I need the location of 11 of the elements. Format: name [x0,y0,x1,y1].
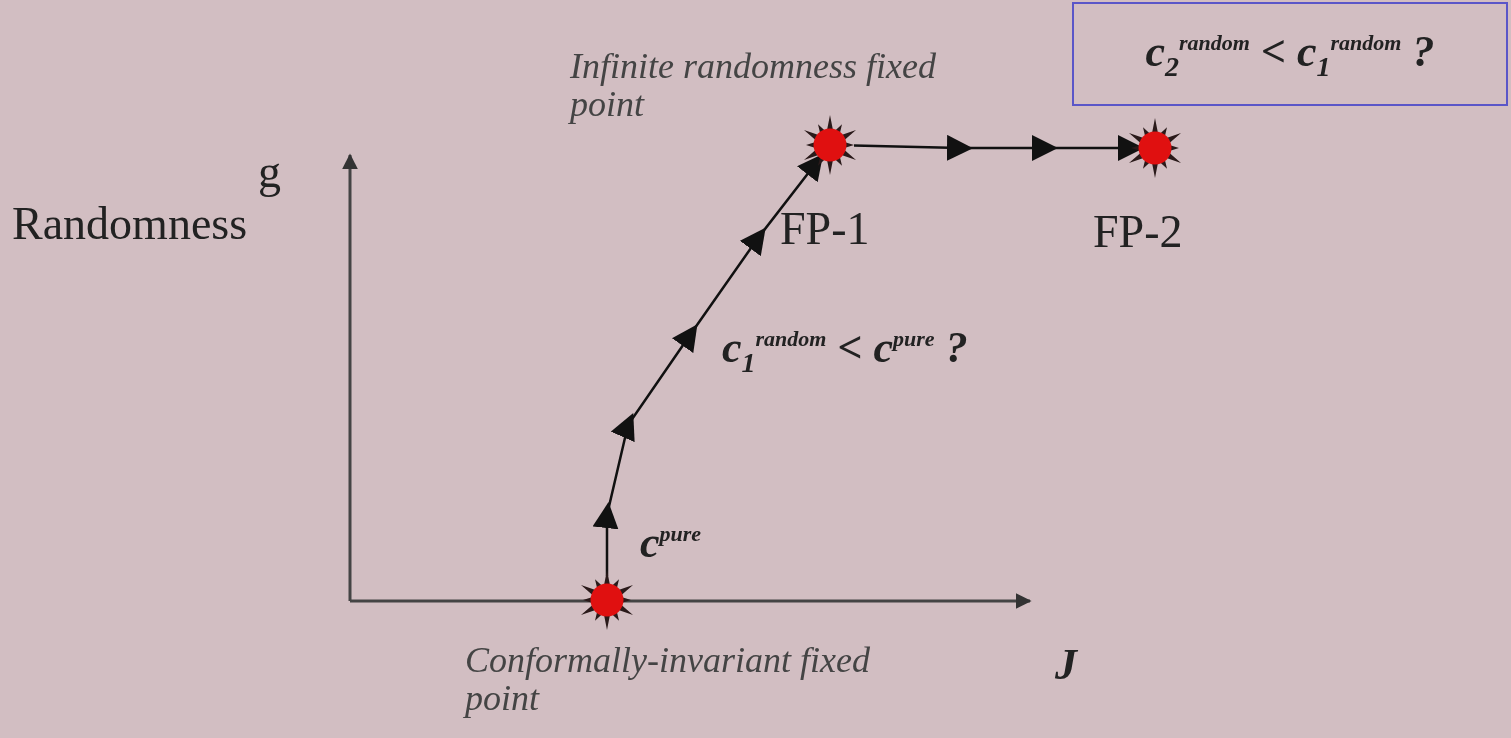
flow-arrow [853,135,1138,161]
point-description: Infinite randomness fixed point [570,48,937,124]
axis-label: g [258,148,281,197]
axis-label: Randomness [12,200,248,249]
axis-label: J [1055,642,1077,689]
point-name: FP-2 [1093,208,1183,257]
point-description: Conformally-invariant fixed point [465,642,871,718]
point-name: FP-1 [780,205,870,254]
formula-box [1072,2,1508,106]
formula-text: c$^{pure}$ [640,520,702,567]
formula-text: c$_{2}$$^{random}$ < c$_{1}$$^{random}$ ? [1145,25,1435,83]
